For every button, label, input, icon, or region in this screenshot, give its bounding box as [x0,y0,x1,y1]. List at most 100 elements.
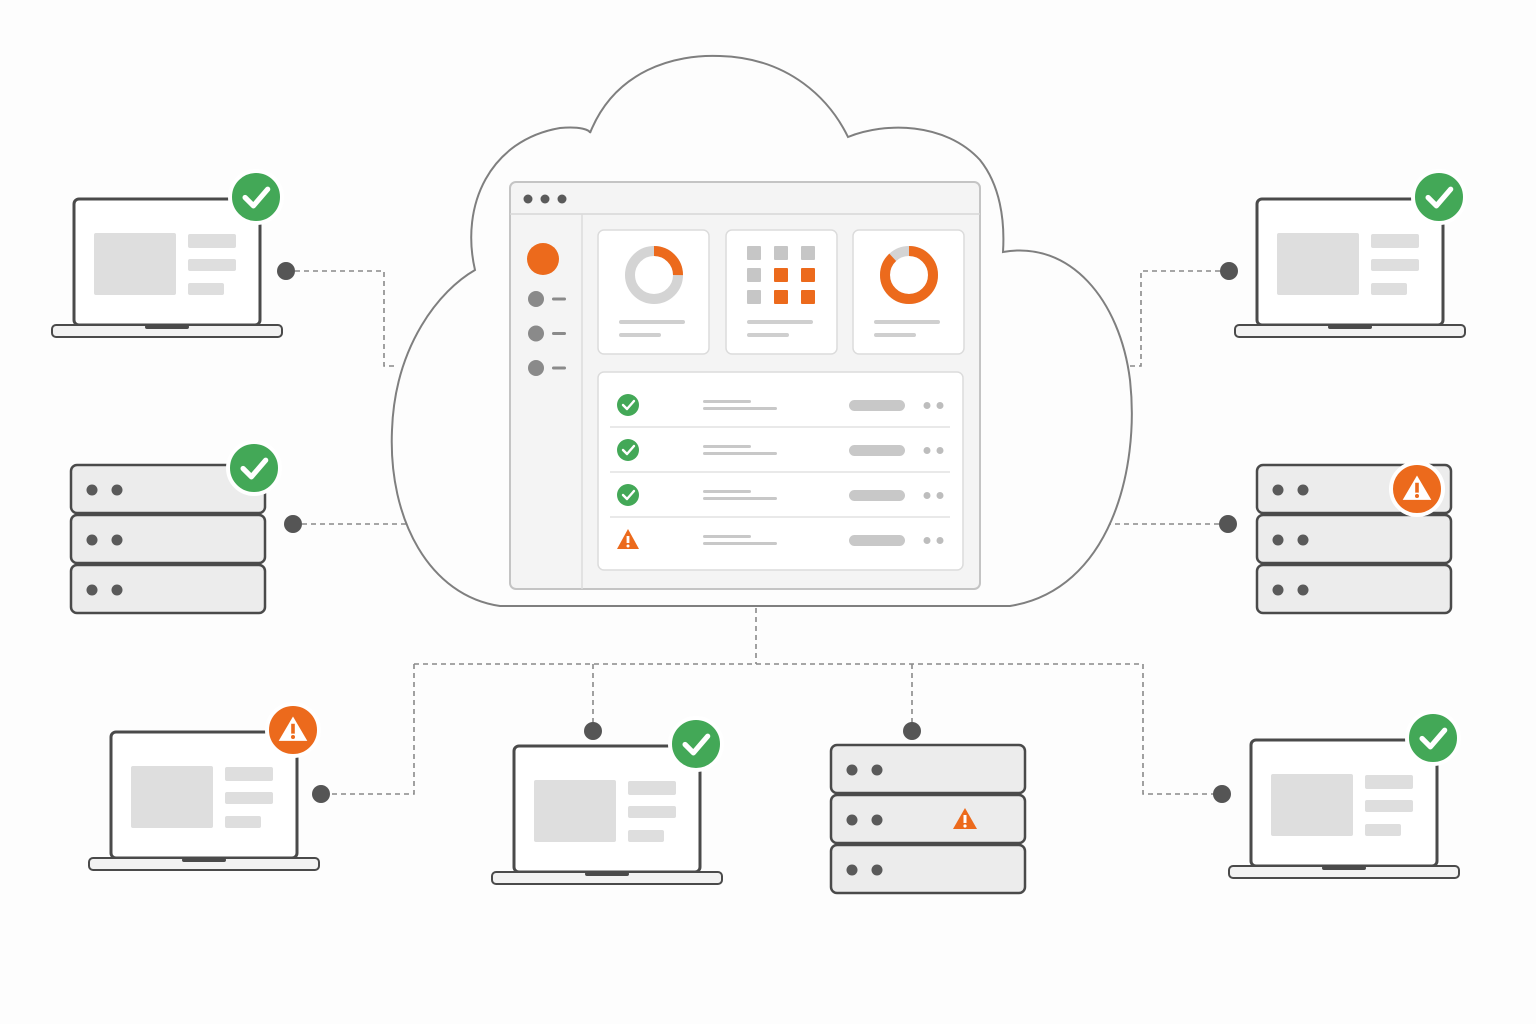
row-pill [849,445,905,456]
row-text-line [703,497,777,500]
grid-tile [774,268,788,282]
screen-text-line [628,781,676,795]
widget-card-1[interactable] [597,229,710,355]
grid-tile [747,290,761,304]
card-text-line [747,320,813,324]
screen-image-placeholder [1277,233,1359,295]
screen-text-line [188,234,236,248]
status-list-panel [597,371,964,571]
server-unit-2 [1255,513,1453,565]
check-circle-icon [617,394,639,416]
screen-text-line [188,283,224,295]
row-menu-dot[interactable] [923,492,931,499]
server-unit-1 [829,743,1027,795]
row-text-line [703,535,751,538]
card-text-line [874,333,916,337]
widget-card-2[interactable] [725,229,838,355]
server-led [846,814,858,826]
laptop-bottom-right [1213,710,1461,879]
screen-text-line [225,767,273,781]
screen-image-placeholder [534,780,616,842]
server-bottom-center [829,722,1027,895]
sidebar-item[interactable] [528,291,566,307]
row-menu-dot[interactable] [936,402,944,409]
row-text-line [703,490,751,493]
row-text-line [703,400,751,403]
grid-tile [747,268,761,282]
server-unit-3 [1255,563,1453,615]
server-led [111,484,123,496]
server-unit-2 [69,513,267,565]
laptop-bottom-center [491,716,724,885]
connector-node [284,515,302,533]
server-led [871,814,883,826]
laptop-bottom-left [88,702,330,871]
screen-image-placeholder [1271,774,1353,836]
status-row[interactable] [617,484,944,506]
server-led [111,534,123,546]
screen-text-line [1371,234,1419,248]
warning-badge-icon [1389,461,1445,517]
screen-image-placeholder [94,233,176,295]
row-pill [849,535,905,546]
grid-tile [774,246,788,260]
row-menu-dot[interactable] [936,537,944,544]
status-row[interactable] [617,439,944,461]
screen-text-line [1365,824,1401,836]
laptop-notch [585,872,629,876]
window-control-dot[interactable] [523,194,533,204]
grid-tile [801,246,815,260]
row-menu-dot[interactable] [936,492,944,499]
grid-tile [774,290,788,304]
card-text-line [874,320,940,324]
screen-text-line [1365,800,1413,812]
connector-line-10 [1142,664,1222,795]
server-led [846,764,858,776]
devices [51,169,1467,895]
row-text-line [703,407,777,410]
connector-node [584,722,602,740]
window-control-dot[interactable] [540,194,550,204]
laptop-notch [182,858,226,862]
row-pill [849,490,905,501]
row-pill [849,400,905,411]
window-control-dot[interactable] [557,194,567,204]
card-text-line [619,333,661,337]
sidebar-item-active[interactable] [527,243,559,275]
check-badge-icon [226,440,282,496]
connector-node [1213,785,1231,803]
laptop-top-right [1220,169,1467,338]
status-row[interactable] [617,394,944,416]
laptop-notch [1322,866,1366,870]
server-led [86,484,98,496]
screen-text-line [628,806,676,818]
grid-tile [801,290,815,304]
server-led [86,534,98,546]
row-menu-dot[interactable] [936,447,944,454]
server-middle-left [69,440,302,615]
row-menu-dot[interactable] [923,537,931,544]
status-row[interactable] [617,529,944,549]
server-led [1272,484,1284,496]
warning-triangle-icon [953,808,977,829]
sidebar-item[interactable] [528,360,566,376]
screen-text-line [1365,775,1413,789]
server-led [111,584,123,596]
screen-image-placeholder [131,766,213,828]
connector-node [1219,515,1237,533]
row-menu-dot[interactable] [923,447,931,454]
sidebar-item[interactable] [528,325,566,342]
row-menu-dot[interactable] [923,402,931,409]
screen-text-line [1371,259,1419,271]
donut-fill [625,246,683,304]
donut-fill [880,246,938,304]
connectors [286,270,1229,795]
server-unit-3 [69,563,267,615]
screen-text-line [225,816,261,828]
widget-card-3[interactable] [852,229,965,355]
check-circle-icon [617,484,639,506]
grid-tile [801,268,815,282]
connector-line-2 [1128,270,1229,367]
card-text-line [747,333,789,337]
server-led [1297,484,1309,496]
